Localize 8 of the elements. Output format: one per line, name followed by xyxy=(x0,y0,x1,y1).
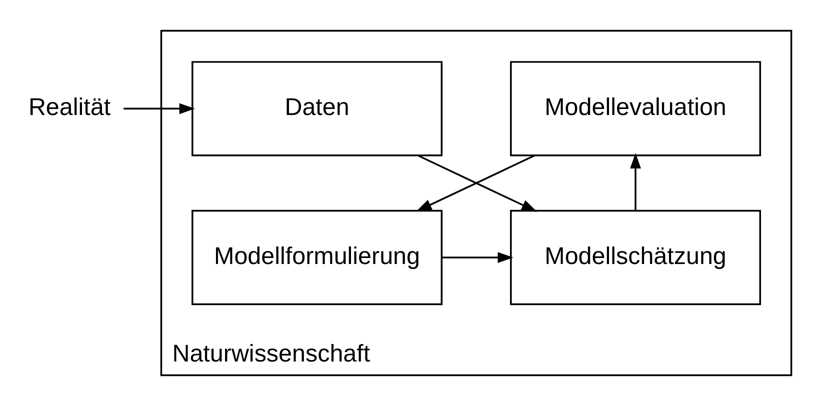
arrow xyxy=(442,252,514,263)
node-box: Modellevaluation xyxy=(510,61,762,156)
arrow xyxy=(630,152,641,210)
arrow xyxy=(124,103,195,114)
node-text: Realität xyxy=(28,94,111,122)
node-box: Modellformulierung xyxy=(192,210,443,306)
node-box: Daten xyxy=(192,61,443,156)
node-box: Modellschätzung xyxy=(510,210,762,306)
